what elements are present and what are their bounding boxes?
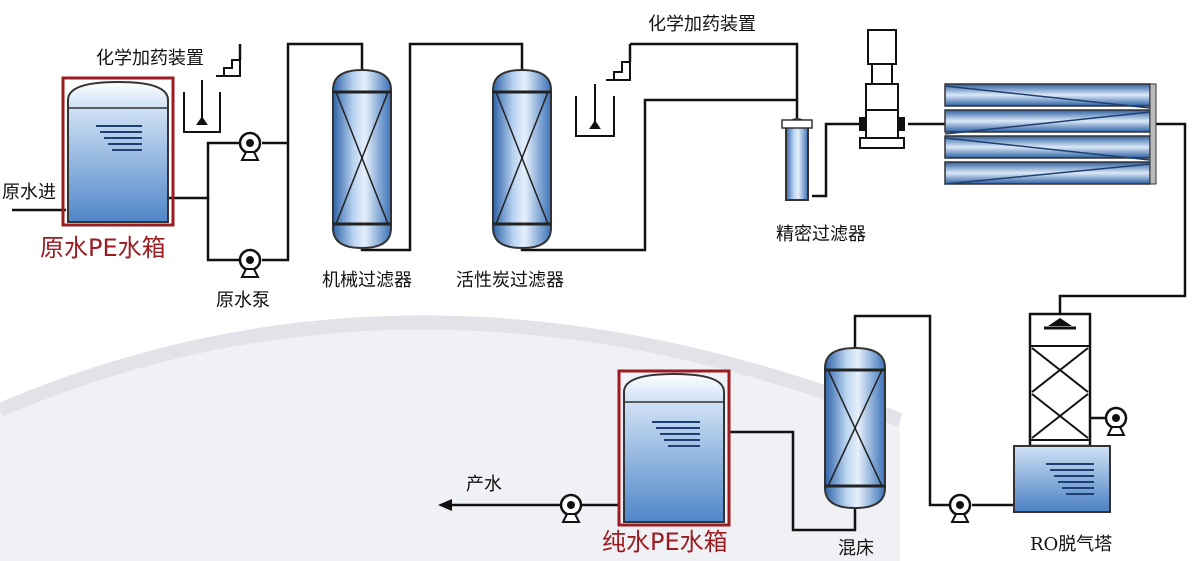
mixed-bed-vessel: [824, 346, 886, 510]
ro-membrane-array: [944, 83, 1157, 185]
degas-fan-pump: [1104, 406, 1128, 436]
mixed-bed-pump: [948, 493, 972, 523]
product-arrow-head: [438, 499, 452, 511]
chemical-dosing-device-1: [183, 59, 241, 133]
raw-water-pump-lower: [238, 248, 262, 278]
raw-water-tank-label: 原水PE水箱: [40, 234, 166, 262]
ro-degas-tower-label: RO脱气塔: [1030, 534, 1113, 555]
raw-water-pump-label: 原水泵: [216, 290, 270, 311]
high-pressure-pump: [859, 29, 905, 149]
chemical-dosing-label-2: 化学加药装置: [648, 14, 756, 35]
product-water-pump: [559, 493, 583, 523]
precision-filter-label: 精密过滤器: [776, 224, 866, 245]
precision-filter: [781, 118, 813, 201]
mechanical-filter-label: 机械过滤器: [322, 270, 412, 291]
activated-carbon-filter-label: 活性炭过滤器: [456, 270, 564, 291]
raw-tank-highlight: [61, 76, 175, 227]
raw-water-inlet-label: 原水进: [2, 182, 56, 203]
raw-water-tank: [61, 76, 175, 227]
activated-carbon-filter: [492, 68, 552, 250]
chemical-dosing-device-2: [575, 61, 631, 137]
chemical-dosing-label-1: 化学加药装置: [96, 48, 204, 69]
pure-tank-highlight: [617, 369, 731, 527]
pure-water-tank: [617, 369, 731, 527]
mechanical-filter: [332, 68, 392, 250]
mixed-bed-label: 混床: [838, 538, 874, 559]
product-water-label: 产水: [466, 474, 502, 495]
pure-water-tank-label: 纯水PE水箱: [602, 528, 728, 556]
ro-degas-tower: [1013, 312, 1111, 513]
raw-water-pump-upper: [238, 131, 262, 161]
background-arc-edge: [0, 315, 903, 427]
